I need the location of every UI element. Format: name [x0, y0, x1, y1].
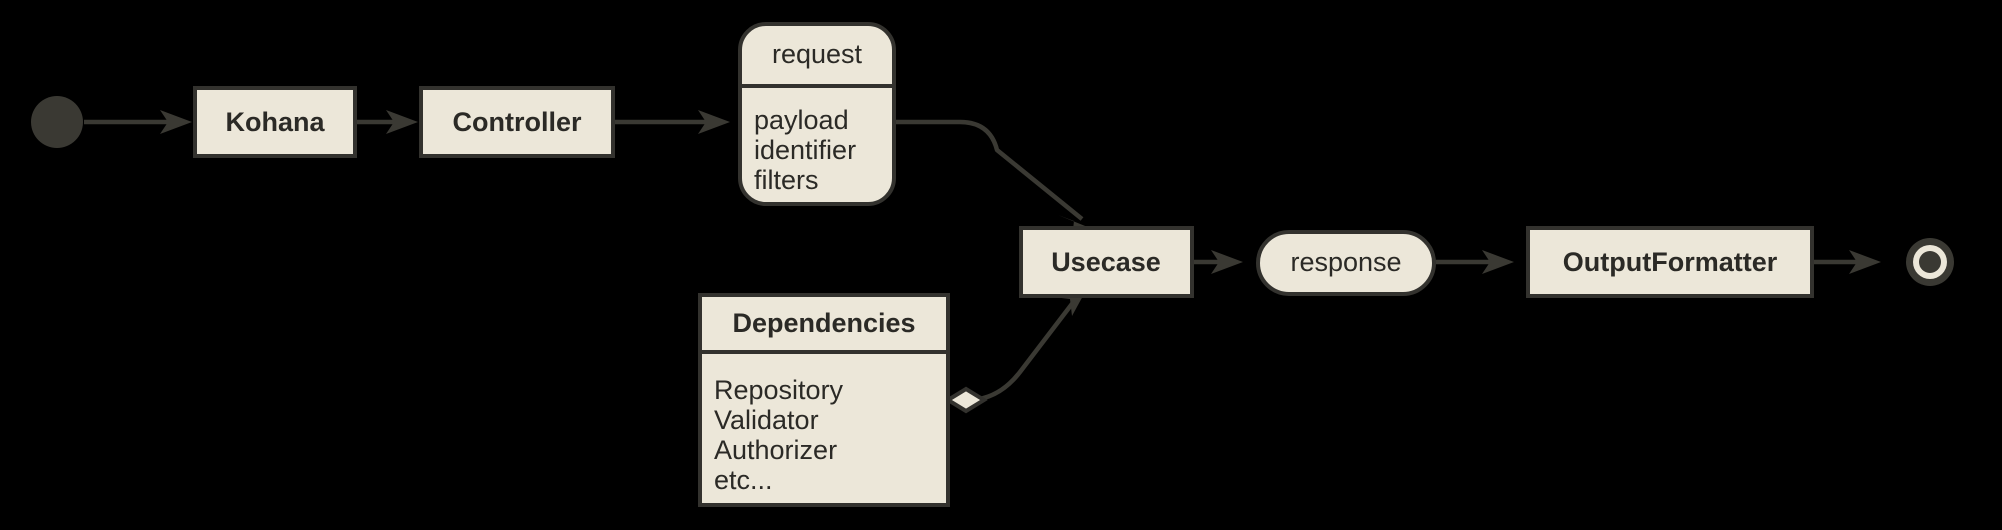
node-usecase-label: Usecase — [1051, 247, 1161, 277]
node-outputformatter[interactable]: OutputFormatter — [1526, 226, 1814, 298]
edge-start-to-kohana — [84, 110, 192, 134]
node-dependencies-title: Dependencies — [732, 308, 915, 338]
node-controller-label: Controller — [452, 107, 581, 137]
node-kohana-label: Kohana — [225, 107, 325, 137]
node-dependencies-item-validator: Validator — [714, 405, 819, 435]
edge-request-to-usecase — [894, 119, 1095, 238]
node-request[interactable]: request payload identifier filters — [738, 22, 896, 206]
edge-outputformatter-to-end — [1808, 250, 1881, 274]
node-dependencies-item-authorizer: Authorizer — [714, 435, 837, 465]
node-request-item-payload: payload — [754, 105, 849, 135]
edge-dependencies-to-usecase — [944, 283, 1090, 414]
node-usecase[interactable]: Usecase — [1019, 226, 1194, 298]
node-outputformatter-label: OutputFormatter — [1563, 247, 1778, 277]
edge-usecase-to-response — [1192, 250, 1243, 274]
aggregation-diamond — [944, 386, 988, 414]
node-dependencies-item-etc: etc... — [714, 465, 773, 495]
edge-kohana-to-controller — [355, 110, 418, 134]
node-request-item-identifier: identifier — [754, 135, 856, 165]
edge-controller-to-request — [613, 110, 730, 134]
node-dependencies[interactable]: Dependencies Repository Validator Author… — [698, 293, 950, 507]
node-kohana[interactable]: Kohana — [193, 86, 357, 158]
start-node — [31, 96, 83, 148]
node-response[interactable]: response — [1256, 230, 1436, 296]
node-dependencies-item-repository: Repository — [714, 375, 844, 405]
edge-response-to-outputformatter — [1434, 250, 1514, 274]
end-node — [1906, 238, 1954, 286]
node-controller[interactable]: Controller — [419, 86, 615, 158]
node-request-title: request — [772, 39, 863, 69]
node-response-label: response — [1290, 247, 1401, 277]
node-request-item-filters: filters — [754, 165, 819, 195]
